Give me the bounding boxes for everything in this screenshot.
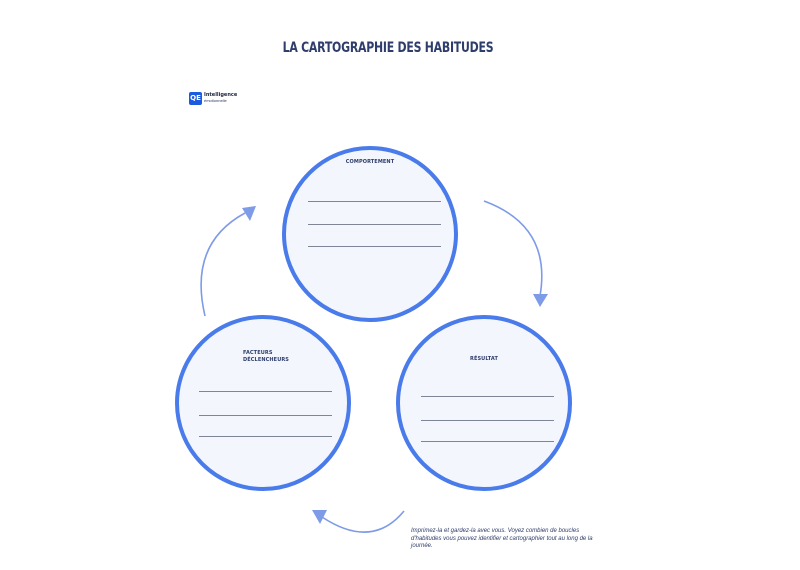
arrow-result-to-triggers (321, 510, 405, 533)
page-title: LA CARTOGRAPHIE DES HABITUDES (282, 40, 494, 56)
circle-triggers-label-line2: DÉCLENCHEURS (243, 357, 290, 363)
write-line[interactable] (421, 441, 554, 442)
instruction-note: Imprimez-la et gardez-la avec vous. Voye… (411, 528, 593, 549)
circle-behavior-label: COMPORTEMENT (345, 159, 395, 165)
arrowhead-result-to-triggers (312, 510, 327, 524)
circle-triggers: FACTEURS DÉCLENCHEURS (175, 315, 351, 491)
write-line[interactable] (199, 415, 332, 416)
write-line[interactable] (308, 224, 441, 225)
circle-triggers-label: FACTEURS DÉCLENCHEURS (243, 350, 289, 364)
write-line[interactable] (199, 436, 332, 437)
circle-behavior: COMPORTEMENT (282, 146, 458, 322)
logo: QE Intelligence émotionnelle (189, 92, 249, 106)
arrowhead-triggers-to-behavior (242, 206, 256, 221)
write-line[interactable] (421, 396, 554, 397)
logo-name: Intelligence (204, 92, 238, 98)
write-line[interactable] (308, 246, 441, 247)
write-line[interactable] (421, 420, 554, 421)
circle-result-label: RÉSULTAT (470, 356, 498, 362)
circle-triggers-label-line1: FACTEURS (243, 350, 273, 356)
write-line[interactable] (308, 201, 441, 202)
circle-result: RÉSULTAT (396, 315, 572, 491)
arrow-behavior-to-result (483, 200, 543, 297)
logo-subtitle: émotionnelle (204, 98, 227, 103)
arrowhead-behavior-to-result (533, 294, 548, 307)
write-line[interactable] (199, 391, 332, 392)
logo-mark: QE (189, 92, 202, 105)
arrow-triggers-to-behavior (200, 212, 246, 317)
